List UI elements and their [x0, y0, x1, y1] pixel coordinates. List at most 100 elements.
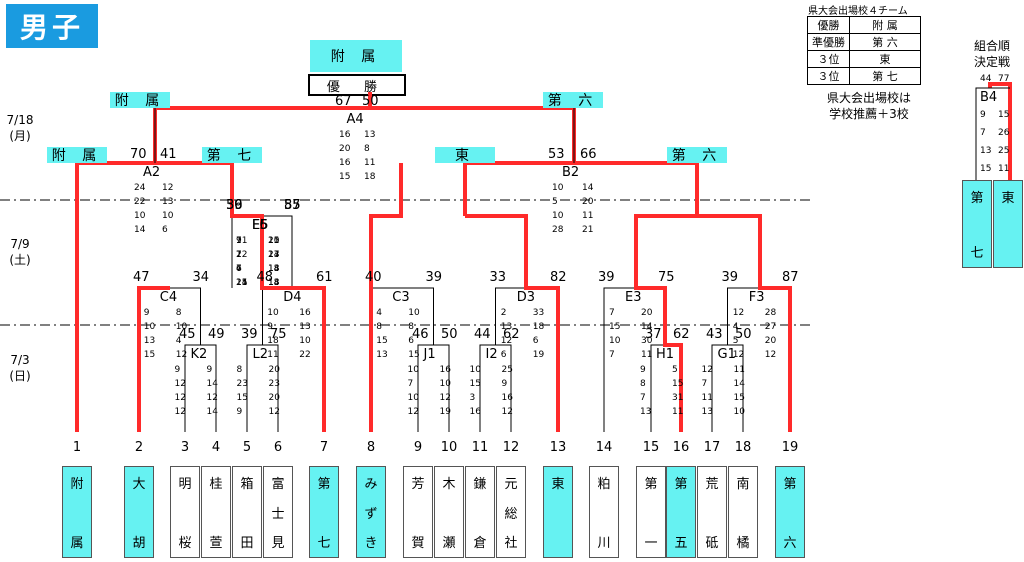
set-score: 10 [408, 308, 420, 318]
score-a: 33 [489, 270, 507, 285]
team-box: 第一 [636, 466, 666, 558]
set-score: 9 [236, 407, 243, 417]
set-score: 20 [268, 393, 280, 403]
set-score: 13 [376, 350, 388, 360]
set-score: 12 [407, 407, 419, 417]
team-name-char: 倉 [473, 536, 487, 551]
set-score: 11 [267, 350, 279, 360]
set-score: 10 [552, 183, 564, 193]
set-score: 9 [640, 365, 646, 375]
set-score: 15 [998, 110, 1010, 120]
team-name-char: 東 [551, 477, 565, 492]
team-name-char: 総 [504, 506, 518, 522]
set-score: 13 [299, 322, 311, 332]
set-score: 11 [641, 350, 653, 360]
score-b: 62 [673, 327, 690, 342]
set-score: 9 [206, 365, 213, 375]
score-a: 44 [474, 327, 491, 342]
match-id: E5 [252, 218, 269, 233]
team-number: 18 [734, 440, 752, 455]
team-number: 10 [440, 440, 458, 455]
set-score: 24 [268, 250, 280, 260]
team-number: 19 [781, 440, 799, 455]
score-a: 40 [365, 270, 382, 285]
rank-table-title: 県大会出場校４チーム [808, 6, 908, 17]
set-score: 8 [175, 308, 182, 318]
team-box: 東 [993, 180, 1023, 268]
set-score: 20 [582, 197, 594, 207]
score-b: 34 [192, 270, 210, 285]
score-a: 37 [645, 327, 662, 342]
score-b: 75 [270, 327, 287, 342]
score-b: 82 [550, 270, 567, 285]
set-score: 15 [980, 164, 992, 174]
bracket-line [975, 87, 1010, 180]
score-a: 67 [335, 94, 352, 109]
set-score: 13 [364, 130, 376, 140]
score-b: 50 [735, 327, 752, 342]
team-name-char: 見 [271, 536, 285, 551]
set-score: 11 [582, 211, 594, 221]
set-score: 15 [236, 393, 248, 403]
division-badge: 男子 [6, 4, 98, 48]
team-box: 荒砥 [697, 466, 727, 558]
team-number: 5 [242, 440, 252, 455]
set-score: 12 [701, 365, 713, 375]
score-a: 70 [130, 147, 147, 162]
set-score: 18 [364, 172, 376, 182]
set-score: 11 [364, 158, 376, 168]
score-a: 39 [241, 327, 258, 342]
set-score: 4 [236, 264, 242, 274]
set-score: 18 [268, 264, 280, 274]
set-score: 13 [640, 407, 652, 417]
team-box: 第七 [309, 466, 339, 558]
set-score: 10 [469, 365, 481, 375]
side-match-title: 組合順 決定戦 [973, 39, 1010, 69]
set-score: 2 [500, 308, 507, 318]
set-score: 10 [134, 211, 146, 221]
set-score: 14 [268, 264, 280, 274]
set-score: 28 [552, 225, 564, 235]
set-score: 13 [980, 146, 992, 156]
team-box: 粕川 [589, 466, 619, 558]
set-score: 24 [236, 278, 248, 288]
team-number: 6 [273, 440, 283, 455]
set-score: 9 [501, 379, 508, 389]
score-a: 56 [226, 198, 243, 213]
round-winner-label: 附 属 [110, 92, 170, 109]
team-number: 16 [672, 440, 690, 455]
set-score: 9 [174, 365, 181, 375]
set-score: 16 [339, 130, 351, 140]
set-score: 7 [407, 379, 414, 389]
set-score: 7 [701, 379, 708, 389]
set-score: 30 [641, 336, 653, 346]
round-date: 7/3 (日) [9, 353, 31, 383]
set-score: 6 [532, 336, 539, 346]
team-number: 15 [642, 440, 660, 455]
team-name-char: 砥 [705, 536, 719, 551]
score-b: 61 [316, 270, 333, 285]
rank-cell: 準優勝 [807, 33, 850, 51]
score-a: 46 [412, 327, 429, 342]
team-number: 17 [703, 440, 721, 455]
round-date: 7/18 (月) [6, 113, 34, 143]
set-score: 7 [609, 308, 615, 318]
team-box: 木瀬 [434, 466, 464, 558]
winner-path [369, 163, 403, 432]
set-score: 14 [641, 322, 653, 332]
team-name-char: 芳 [411, 477, 425, 492]
set-score: 12 [206, 393, 218, 403]
set-score: 6 [236, 264, 242, 274]
match-id: K2 [190, 347, 208, 362]
set-score: 14 [733, 379, 745, 389]
match-id: B2 [562, 165, 580, 180]
set-score: 12 [439, 393, 451, 403]
team-name-char: 南 [736, 477, 750, 492]
set-score: 7 [640, 393, 646, 403]
set-score: 25 [501, 365, 513, 375]
set-score: 6 [162, 225, 168, 235]
set-score: 12 [500, 336, 513, 346]
team-name-char: 鎌 [473, 477, 487, 492]
set-score: 5 [732, 336, 739, 346]
